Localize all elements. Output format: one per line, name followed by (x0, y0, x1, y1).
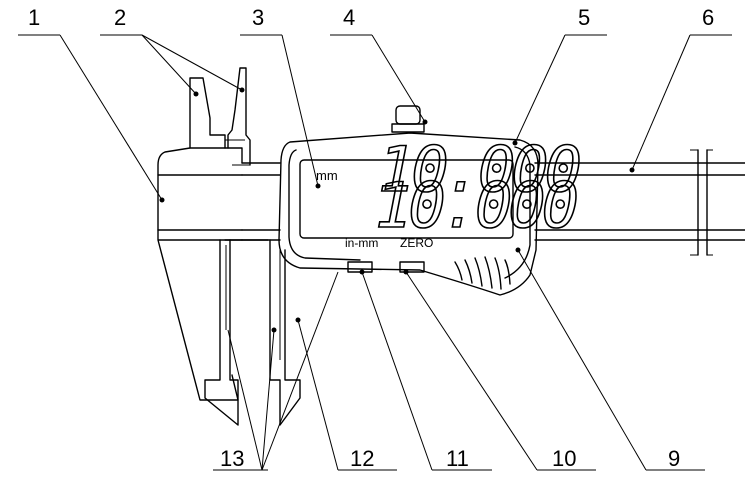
zero-button (399, 261, 425, 273)
inside-jaws (189, 67, 251, 166)
leader-dots (159, 87, 635, 333)
outside-jaws (204, 239, 301, 426)
callout-10: 10 (552, 446, 576, 471)
callout-11: 11 (446, 446, 469, 471)
callout-2: 2 (114, 5, 126, 30)
callout-3: 3 (252, 5, 264, 30)
lcd-reading-bottom: 10.000 (375, 169, 577, 242)
callout-13: 13 (220, 446, 244, 471)
lcd-screen (299, 159, 514, 239)
callout-4: 4 (343, 5, 355, 30)
callout-5: 5 (578, 5, 590, 30)
callout-12: 12 (350, 446, 374, 471)
leader-lines (18, 34, 732, 471)
callout-1: 1 (28, 5, 40, 30)
lcd-unit-label: mm (316, 168, 338, 183)
lcd-reading-top: 10.000 (378, 133, 580, 206)
callout-9: 9 (668, 446, 680, 471)
display-housing (278, 132, 539, 296)
lock-screw (391, 105, 425, 133)
zero-label: ZERO (400, 236, 433, 250)
callout-6: 6 (702, 5, 714, 30)
in-mm-label: in-mm (345, 236, 378, 250)
